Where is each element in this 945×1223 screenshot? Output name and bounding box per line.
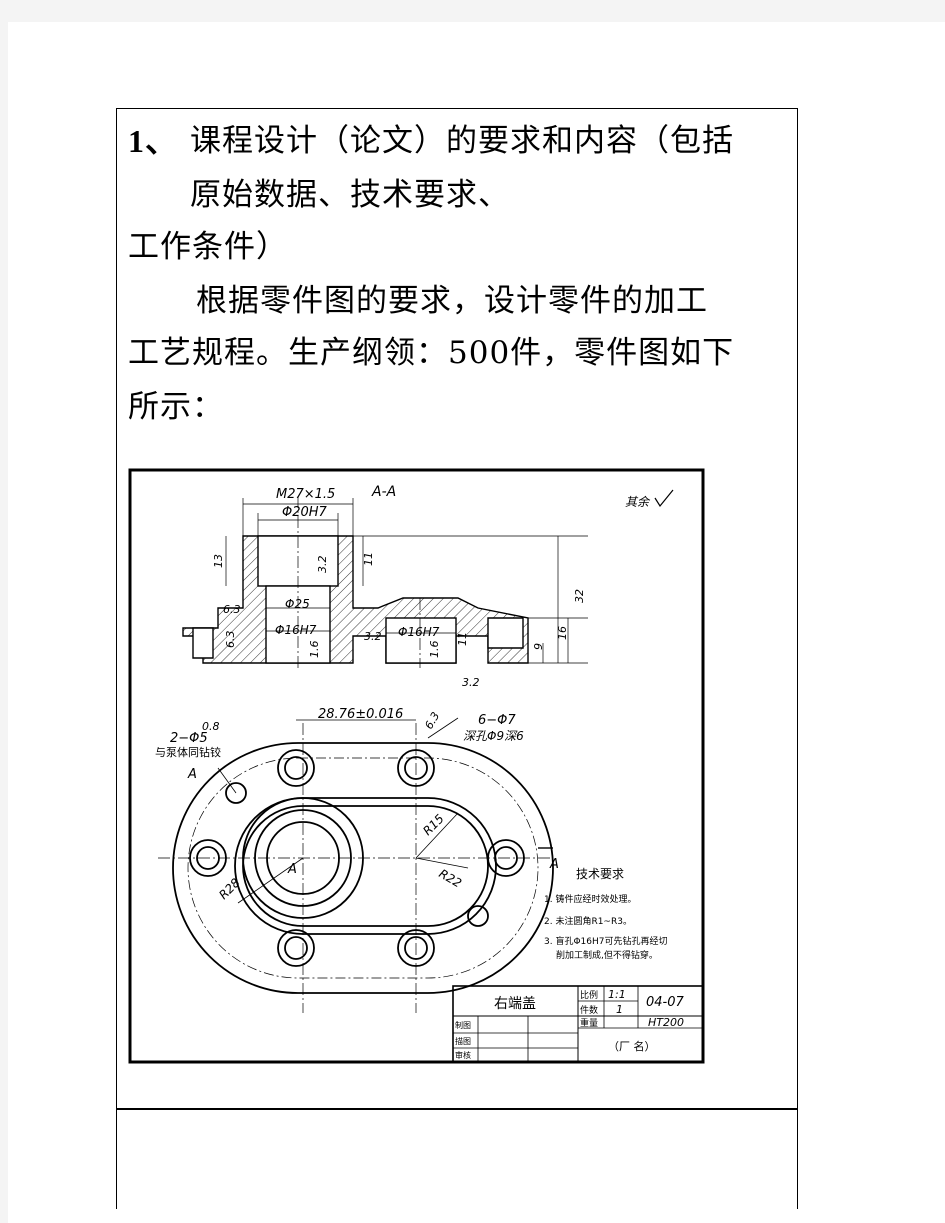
roughness-3-2-b: 3.2 [364, 630, 382, 643]
tech-note-2: 2. 未注圆角R1~R3。 [544, 915, 632, 927]
count-label: 件数 [580, 1004, 598, 1016]
section-label: A-A [371, 484, 396, 500]
part-name: 右端盖 [494, 996, 536, 1012]
dim-height-16: 16 [556, 626, 569, 640]
checked-label: 审核 [455, 1050, 471, 1060]
cut-marker-a-center: A [287, 862, 297, 877]
title-block [452, 985, 704, 1063]
roughness-6-3-a: 6.3 [223, 603, 241, 616]
table-cell-bottom-rule [116, 1108, 798, 1110]
section-view [182, 496, 588, 668]
weight-label: 重量 [580, 1017, 598, 1029]
dim-hole-1: Φ16H7 [275, 623, 317, 637]
cut-marker-a-right: A [549, 857, 559, 872]
part-drawing: M27×1.5 A-A Φ20H7 其余 13 3.2 11 32 6.3 Φ2… [128, 468, 705, 1064]
section-number: 1、 [128, 123, 179, 159]
roughness-note: 其余 [625, 495, 651, 509]
cut-marker-a-top: A [187, 767, 197, 782]
plan-view [158, 717, 554, 1013]
dim-holes-6: 6−Φ7 [478, 713, 516, 728]
section-heading-line-1: 课程设计（论文）的要求和内容（包括 [190, 123, 734, 159]
dim-height-11-a: 11 [362, 552, 375, 566]
body-line-1: 根据零件图的要求，设计零件的加工 [196, 283, 708, 319]
dim-height-9: 9 [532, 643, 545, 650]
material: HT200 [648, 1016, 684, 1029]
dim-hole-2: Φ16H7 [398, 625, 440, 639]
dim-center: 28.76±0.016 [318, 707, 403, 722]
dim-thread: M27×1.5 [276, 487, 335, 502]
tech-note-3a: 3. 盲孔Φ16H7可先钻孔再经切 [544, 935, 667, 947]
dim-height-13: 13 [212, 554, 225, 568]
dim-height-11-b: 11 [456, 632, 469, 646]
table-cell-frame [116, 108, 798, 1209]
dim-inner: Φ25 [285, 597, 310, 611]
pin-note: 与泵体同钻铰 [155, 745, 221, 759]
dim-pins: 2−Φ5 [170, 731, 208, 746]
roughness-1-6-a: 1.6 [308, 641, 321, 659]
section-heading-line-3: 工作条件） [128, 229, 288, 265]
dim-bore: Φ20H7 [282, 505, 328, 520]
factory-name: （厂 名） [608, 1039, 656, 1053]
drawn-label: 制图 [455, 1020, 471, 1030]
traced-label: 描图 [455, 1036, 471, 1046]
drawing-number: 04-07 [646, 995, 685, 1010]
section-heading-line-2: 原始数据、技术要求、 [190, 177, 510, 213]
roughness-1-6-b: 1.6 [428, 641, 441, 659]
count-value: 1 [616, 1003, 623, 1016]
roughness-symbol-icon [654, 489, 674, 508]
roughness-pins: 0.8 [202, 720, 220, 733]
body-line-3: 所示： [128, 389, 224, 425]
tech-note-3b: 削加工制成,但不得钻穿。 [556, 949, 658, 961]
roughness-6-3-b: 6.3 [224, 631, 237, 649]
tech-notes-title: 技术要求 [576, 867, 624, 881]
scale-value: 1:1 [608, 988, 626, 1001]
dim-counterbore: 深孔Φ9深6 [463, 729, 524, 743]
tech-note-1: 1. 铸件应经时效处理。 [544, 893, 636, 905]
body-line-2: 工艺规程。生产纲领：500件，零件图如下 [128, 335, 735, 371]
roughness-3-2-a: 3.2 [316, 556, 329, 574]
roughness-3-2-c: 3.2 [462, 676, 480, 689]
dim-height-32: 32 [573, 589, 586, 603]
scale-label: 比例 [580, 989, 598, 1001]
